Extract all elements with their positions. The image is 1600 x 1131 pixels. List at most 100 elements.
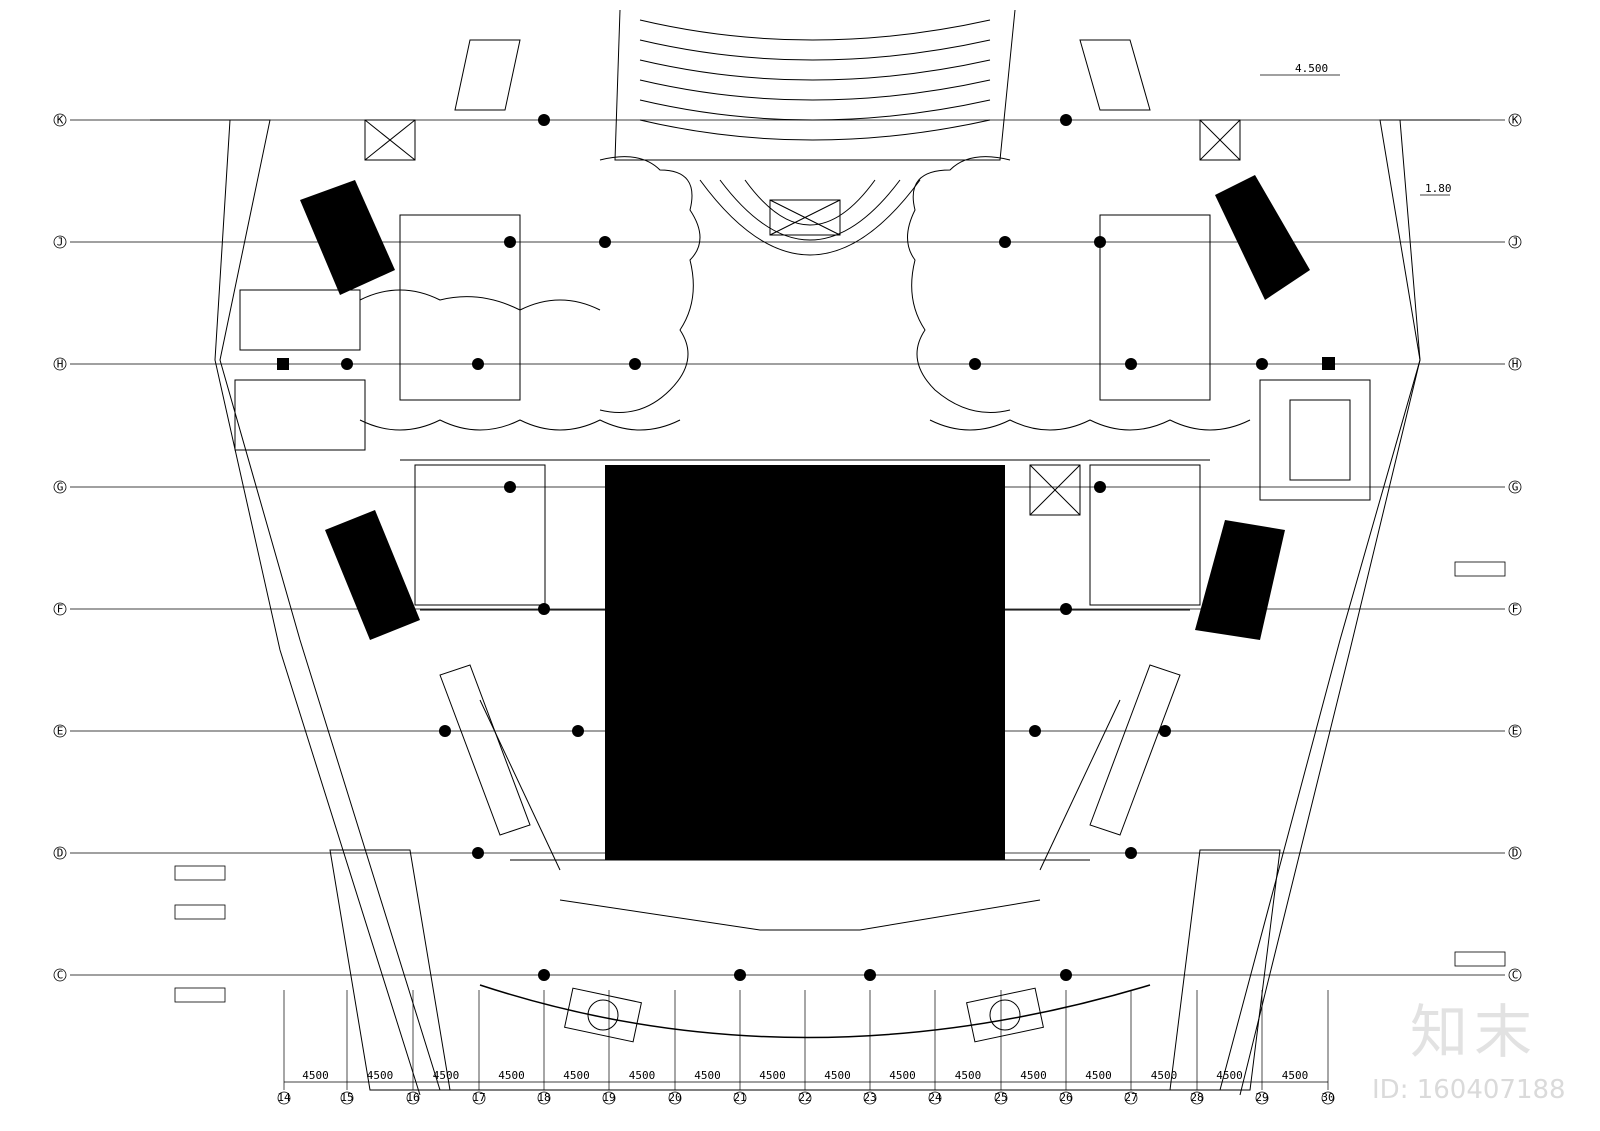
grid-row-bubble: D (1508, 847, 1522, 860)
grid-col-bubble: 20 (668, 1091, 682, 1105)
grid-row-bubble: C (53, 969, 67, 982)
dimension-label: 4500 (302, 1069, 329, 1082)
grid-col-bubble: 22 (798, 1091, 812, 1105)
structural-column (734, 969, 746, 981)
grid-col-bubble: 25 (994, 1091, 1008, 1105)
structural-columns (341, 114, 1268, 981)
grid-row-bubble: H (53, 358, 67, 371)
dimension-label: 4500 (433, 1069, 460, 1082)
structural-column (864, 969, 876, 981)
grid-row-label: J (1512, 236, 1519, 249)
grid-col-label: 24 (928, 1091, 942, 1104)
dimension-label: 4500 (955, 1069, 982, 1082)
structural-column (572, 725, 584, 737)
dimension-label: 4500 (498, 1069, 525, 1082)
grid-row-bubble: D (53, 847, 67, 860)
structural-column (504, 481, 516, 493)
structural-column (472, 358, 484, 370)
structural-column (1094, 481, 1106, 493)
structural-column (1060, 114, 1072, 126)
grid-col-bubble: 26 (1059, 1091, 1073, 1105)
grid-row-bubble: F (53, 603, 67, 616)
grid-row-bubble: K (53, 114, 67, 127)
grid-row-label: C (1512, 969, 1519, 982)
grid-col-label: 17 (472, 1091, 485, 1104)
elevator-core-nw (300, 180, 395, 295)
grid-col-bubble: 23 (863, 1091, 877, 1105)
grid-col-bubble: 17 (472, 1091, 486, 1105)
dimension-label: 4500 (367, 1069, 394, 1082)
grid-row-label: K (57, 114, 64, 127)
grid-row-bubble: G (53, 481, 67, 494)
grid-row-bubble: C (1508, 969, 1522, 982)
dimension-label: 4500 (1085, 1069, 1112, 1082)
grid-row-label: H (1512, 358, 1519, 371)
dimension-label: 4500 (1151, 1069, 1178, 1082)
grid-col-label: 26 (1059, 1091, 1072, 1104)
grid-col-bubble: 15 (340, 1091, 354, 1105)
grid-row-label: G (1512, 481, 1519, 494)
grid-row-bubble: F (1508, 603, 1522, 616)
structural-column (1125, 847, 1137, 859)
structural-column (1094, 236, 1106, 248)
central-stage-block (605, 465, 1005, 860)
level-mid-right: 1.80 (1425, 182, 1452, 195)
elevator-core-e (1195, 520, 1285, 640)
dimension-label: 4500 (694, 1069, 721, 1082)
grid-row-label: E (1512, 725, 1519, 738)
elevator-core-ne (1215, 175, 1310, 300)
dimension-label: 4500 (563, 1069, 590, 1082)
grid-col-label: 15 (340, 1091, 353, 1104)
grid-col-bubble: 30 (1321, 1091, 1335, 1105)
grid-col-bubble: 19 (602, 1091, 616, 1105)
grid-row-label: E (57, 725, 64, 738)
structural-column (538, 969, 550, 981)
grid-row-label: F (57, 603, 64, 616)
grid-row-label: C (57, 969, 64, 982)
grid-row-bubble: G (1508, 481, 1522, 494)
grid-row-label: G (57, 481, 64, 494)
grid-col-bubble: 24 (928, 1091, 942, 1105)
structural-column (538, 603, 550, 615)
grid-col-label: 29 (1255, 1091, 1268, 1104)
grid-row-bubble: E (53, 725, 67, 738)
grid-col-bubble: 28 (1190, 1091, 1204, 1105)
dimension-label: 4500 (824, 1069, 851, 1082)
grid-col-bubble: 21 (733, 1091, 747, 1105)
grid-col-bubble: 16 (406, 1091, 420, 1105)
grid-row-label: D (57, 847, 64, 860)
watermark-id: ID: 160407188 (1372, 1075, 1566, 1105)
level-top-right: 4.500 (1295, 62, 1328, 75)
structural-column (599, 236, 611, 248)
structural-column (999, 236, 1011, 248)
grid-col-label: 30 (1321, 1091, 1334, 1104)
structural-column (472, 847, 484, 859)
dimension-label: 4500 (759, 1069, 786, 1082)
grid-col-bubble: 29 (1255, 1091, 1269, 1105)
grid-row-bubble: K (1508, 114, 1522, 127)
grid-col-label: 28 (1190, 1091, 1203, 1104)
grid-col-label: 27 (1124, 1091, 1137, 1104)
grid-row-label: D (1512, 847, 1519, 860)
section-tags (174, 561, 1506, 1003)
dimension-label: 4500 (629, 1069, 656, 1082)
level-markers: 4.500 1.80 (1260, 62, 1452, 196)
structural-column (538, 114, 550, 126)
grid-col-label: 14 (277, 1091, 291, 1104)
grid-col-label: 16 (406, 1091, 419, 1104)
structural-column (439, 725, 451, 737)
grid-col-label: 21 (733, 1091, 746, 1104)
structural-column (1125, 358, 1137, 370)
structural-column (969, 358, 981, 370)
elevator-core-w (325, 510, 420, 640)
dimension-label: 4500 (889, 1069, 916, 1082)
grid-col-bubble: 18 (537, 1091, 551, 1105)
dimension-label: 4500 (1282, 1069, 1309, 1082)
grid-col-label: 25 (994, 1091, 1007, 1104)
grid-col-label: 19 (602, 1091, 615, 1104)
grid-row-bubble: E (1508, 725, 1522, 738)
grid-row-bubble: H (1508, 358, 1522, 371)
grid-col-bubble: 27 (1124, 1091, 1138, 1105)
grid-col-label: 20 (668, 1091, 681, 1104)
